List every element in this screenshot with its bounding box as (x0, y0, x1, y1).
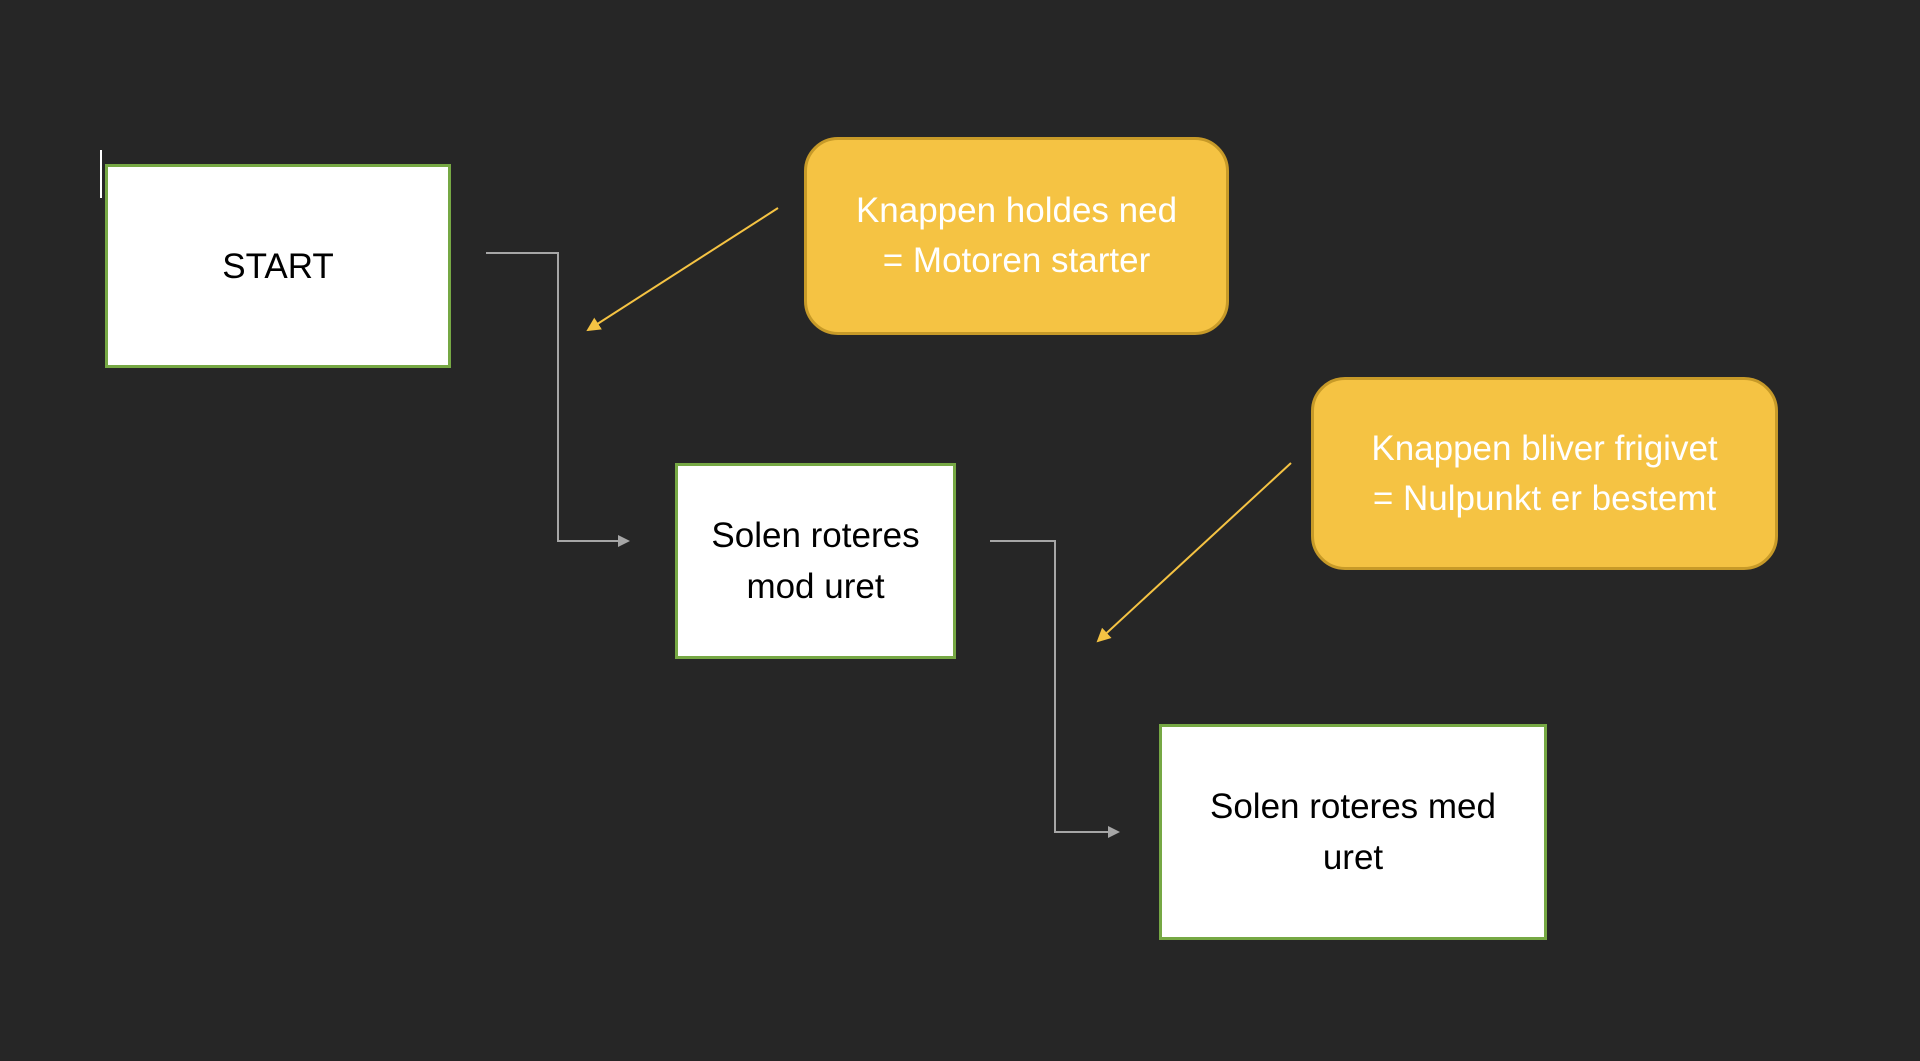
note-2-pointer-arrow (1096, 462, 1292, 643)
note-button-released-line1: Knappen bliver frigivet (1371, 428, 1718, 468)
flow-step-rotate-counterclockwise: Solen roteres mod uret (675, 463, 956, 659)
connector-start-to-step2 (486, 252, 630, 547)
note-button-held-line2: = Motoren starter (882, 241, 1151, 280)
note-button-released: Knappen bliver frigivet = Nulpunkt er be… (1311, 377, 1778, 570)
flow-step-rotate-counterclockwise-label: Solen roteres mod uret (711, 516, 920, 606)
connector-step2-to-step3 (990, 540, 1120, 838)
note-button-released-line2: = Nulpunkt er bestemt (1372, 478, 1717, 518)
note-button-held: Knappen holdes ned = Motoren starter (804, 137, 1229, 335)
flow-step-rotate-clockwise: Solen roteres med uret (1159, 724, 1547, 940)
note-button-held-line1: Knappen holdes ned (855, 191, 1178, 230)
flow-step-start-label: START (222, 246, 334, 286)
flow-step-start: START (105, 164, 451, 368)
flow-step-rotate-clockwise-label: Solen roteres med uret (1210, 787, 1496, 877)
text-cursor (100, 150, 102, 198)
note-1-pointer-arrow (586, 207, 779, 332)
